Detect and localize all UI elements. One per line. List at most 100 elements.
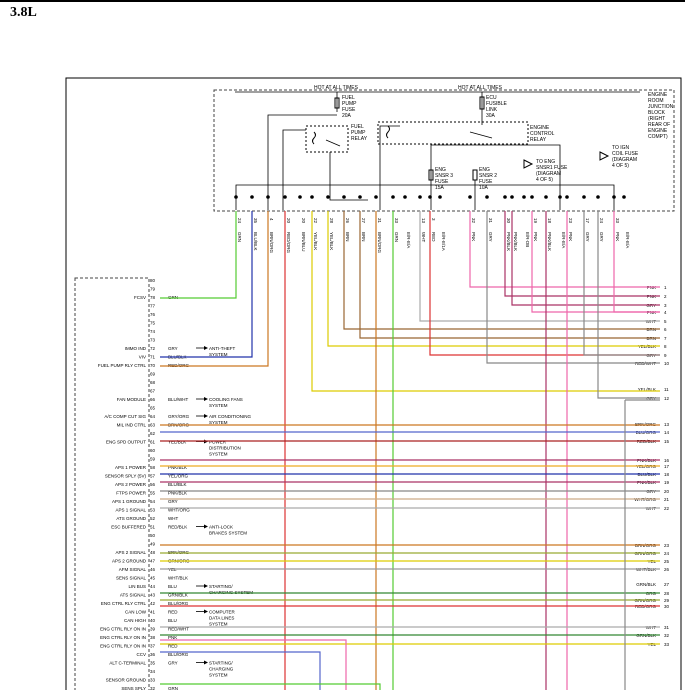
top-wire-label: PNK/BLK: [513, 232, 518, 251]
to-ign-coil-label: (DIAGRAM: [612, 157, 637, 163]
fuel-pump-fuse-label: 20A: [342, 113, 352, 119]
module-pin-function: CCV: [136, 652, 146, 657]
to-eng-snsr-label: TO ENG: [536, 159, 555, 165]
module-pin-number: 61: [150, 440, 156, 445]
module-pin-number: 44: [150, 584, 156, 589]
module-pin-function: FTPS POWER: [116, 491, 147, 496]
module-pin-function: ALT C-TERMINAL: [109, 661, 146, 666]
top-pin-number: 35: [253, 218, 258, 224]
connector-pin: [298, 195, 302, 199]
to-ign-coil-label: 4 OF 5): [612, 163, 629, 169]
top-wire-label: PNK/BLK: [547, 232, 552, 251]
module-wire-label: BLU: [168, 584, 177, 589]
connector-pin: [266, 195, 270, 199]
top-wire-label: GRY: [585, 232, 590, 242]
top-wire-label: BRN: [361, 232, 366, 242]
module-pin-function: FCSV: [134, 295, 146, 300]
module-pin-function: ENG SPD OUTPUT: [106, 440, 146, 445]
module-pin-number: 80: [150, 278, 156, 283]
eng-snsr2-fuse: [472, 169, 478, 181]
module-pin-number: 49: [150, 542, 156, 547]
module-pin-function: APS 2 POWER: [115, 482, 147, 487]
right-pin-number: 18: [664, 472, 670, 477]
module-wire-label: WHT/ORG: [168, 508, 190, 513]
module-pin-function: VIV: [139, 355, 146, 360]
ecu-link-label: 30A: [486, 113, 496, 119]
connector-pin: [403, 195, 407, 199]
engine-control-relay-label: CONTROL: [530, 131, 555, 137]
engine-control-relay: [377, 121, 529, 145]
system-label: COOLING FANS: [209, 397, 243, 402]
wire: [429, 211, 660, 356]
module-wire-label: PNK: [168, 635, 177, 640]
module-pin-number: 40: [150, 618, 156, 623]
ecu-link-label: LINK: [486, 107, 498, 113]
module-pin-number: 78: [150, 295, 156, 300]
module-pin-number: 48: [150, 550, 156, 555]
engine-control-relay-label: RELAY: [530, 137, 547, 143]
module-pin-function: APS 1 POWER: [115, 465, 147, 470]
to-eng-snsr-label: SNSR1 FUSE: [536, 165, 568, 171]
junction-block-label: ENGINE: [648, 128, 668, 134]
right-pin-number: 13: [664, 422, 670, 427]
connector-pin: [374, 195, 378, 199]
system-label: DISTRIBUTION: [209, 446, 241, 451]
right-pin-number: 30: [664, 604, 670, 609]
top-wire-label: PNK: [471, 232, 476, 241]
top-connector: 24GRN35BLU/BLK4BRN/ORG20RED/ORG20BRN/BLU…: [234, 195, 630, 254]
fuel-pump-relay-label: PUMP: [351, 130, 366, 136]
system-label: POWER: [209, 440, 227, 445]
module-pin-function: SENS SPLY: [121, 686, 146, 690]
module-pin-number: 65: [150, 406, 156, 411]
right-connector: 1PNK2PNK3GRY4PNK5WHT6BRN7BRN8YEL/BLK9GRY…: [160, 211, 670, 690]
wire: [160, 211, 269, 367]
system-label: SYSTEM: [209, 420, 228, 425]
fuel-pump-fuse: [334, 97, 340, 109]
right-pin-number: 27: [664, 582, 670, 587]
top-wire-label: BRN: [345, 232, 350, 242]
connector-pin: [612, 195, 616, 199]
to-eng-snsr-label: 4 OF 5): [536, 177, 553, 183]
connector-pin: [342, 195, 346, 199]
wire: [160, 683, 381, 690]
right-pin-number: 15: [664, 439, 670, 444]
module-pin-function: APS 2 SIGNAL: [115, 550, 146, 555]
top-pin-number: 23: [568, 218, 573, 224]
system-label: BRAKES SYSTEM: [209, 531, 247, 536]
arrow-icon: [204, 609, 208, 614]
junction-block-label: REAR OF: [648, 122, 670, 128]
module-wire-label: GRY/ORG: [168, 414, 190, 419]
ecu-fusible-link: [479, 96, 485, 110]
wire: [583, 211, 660, 356]
module-pin-function: ATS SIGNAL: [120, 593, 147, 598]
module-pin-number: 75: [150, 321, 156, 326]
module-pin-number: 76: [150, 312, 156, 317]
module-pin-function: ATS GROUND: [116, 516, 146, 521]
top-pin-number: 3: [431, 218, 436, 221]
connector-pin: [558, 195, 562, 199]
fuel-pump-fuse-label: FUEL: [342, 95, 355, 101]
top-wire-label: GRY: [599, 232, 604, 242]
module-pin-number: 71: [150, 355, 156, 360]
module-pin-number: 70: [150, 363, 156, 368]
system-label: DATA LINES: [209, 616, 234, 621]
relay-coil: [386, 125, 390, 139]
system-label: ANTI-THEFT: [209, 346, 235, 351]
module-pin-number: 60: [150, 448, 156, 453]
system-label: SYSTEM: [209, 352, 228, 357]
ecu-link-label: ECU: [486, 95, 497, 101]
fuel-pump-relay-label: RELAY: [351, 136, 368, 142]
module-pin-number: 59: [150, 457, 156, 462]
relay-coil: [312, 131, 316, 145]
right-pin-number: 4: [664, 310, 667, 315]
arrow-icon: [204, 346, 208, 350]
module-pin-number: 35: [150, 661, 156, 666]
connector-pin: [530, 195, 534, 199]
module-pin-number: 56: [150, 482, 156, 487]
module-pin-function: FAN MODULE: [117, 397, 146, 402]
eng-snsr2-label: FUSE: [479, 179, 493, 185]
internal-wire: [379, 125, 400, 210]
top-wire-label: BRN/ORG: [377, 232, 382, 254]
fuel-pump-relay: [305, 125, 349, 153]
